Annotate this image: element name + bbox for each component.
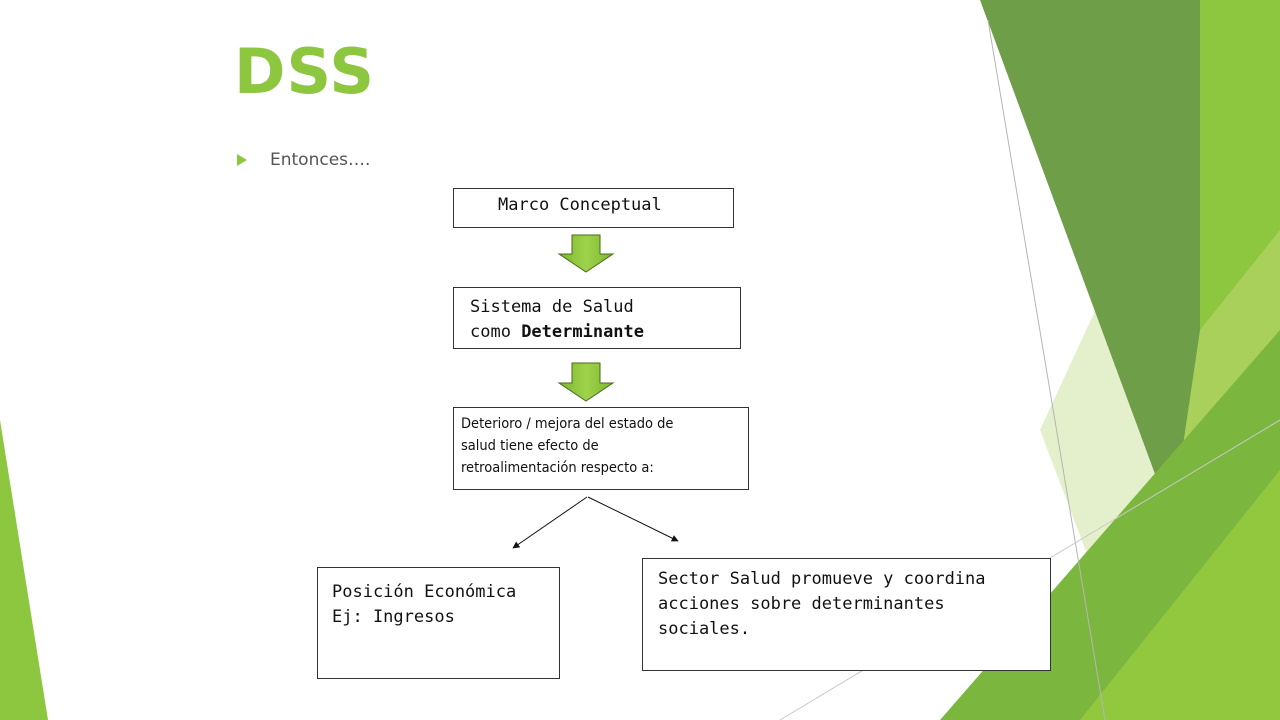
right-mid-band	[1200, 0, 1280, 330]
posicion-line-2: Ej: Ingresos	[332, 607, 455, 627]
sistema-salud-box: Sistema de Salud como Determinante	[453, 287, 741, 349]
posicion-economica-box: Posición Económica Ej: Ingresos	[317, 567, 560, 679]
deterioro-line-2: salud tiene efecto de	[461, 438, 599, 454]
bullet-text: Entonces….	[270, 150, 371, 170]
right-bottom-overlay	[1080, 470, 1280, 720]
sector-line-3: sociales.	[658, 619, 751, 639]
sector-salud-box: Sector Salud promueve y coordina accione…	[642, 558, 1051, 671]
triangle-bullet-icon	[237, 154, 247, 166]
sistema-line-2-prefix: como	[470, 322, 522, 342]
sector-line-1: Sector Salud promueve y coordina	[658, 569, 986, 589]
bullet-item: Entonces….	[236, 148, 370, 172]
decor-line-1	[987, 19, 1106, 720]
slide-title: DSS	[234, 35, 375, 108]
right-dark-band	[980, 0, 1200, 520]
deterioro-line-3: retroalimentación respecto a:	[461, 460, 654, 476]
marco-conceptual-box: Marco Conceptual	[453, 188, 734, 228]
sistema-line-1: Sistema de Salud	[470, 297, 634, 317]
marco-label: Marco Conceptual	[498, 195, 662, 215]
posicion-line-1: Posición Económica	[332, 582, 517, 602]
deterioro-line-1: Deterioro / mejora del estado de	[461, 416, 674, 432]
sector-line-2: acciones sobre determinantes	[658, 594, 945, 614]
left-green-wedge	[0, 420, 48, 720]
deterioro-box: Deterioro / mejora del estado de salud t…	[453, 407, 749, 490]
sistema-line-2: como Determinante	[470, 320, 740, 345]
sistema-line-2-bold: Determinante	[521, 322, 645, 342]
